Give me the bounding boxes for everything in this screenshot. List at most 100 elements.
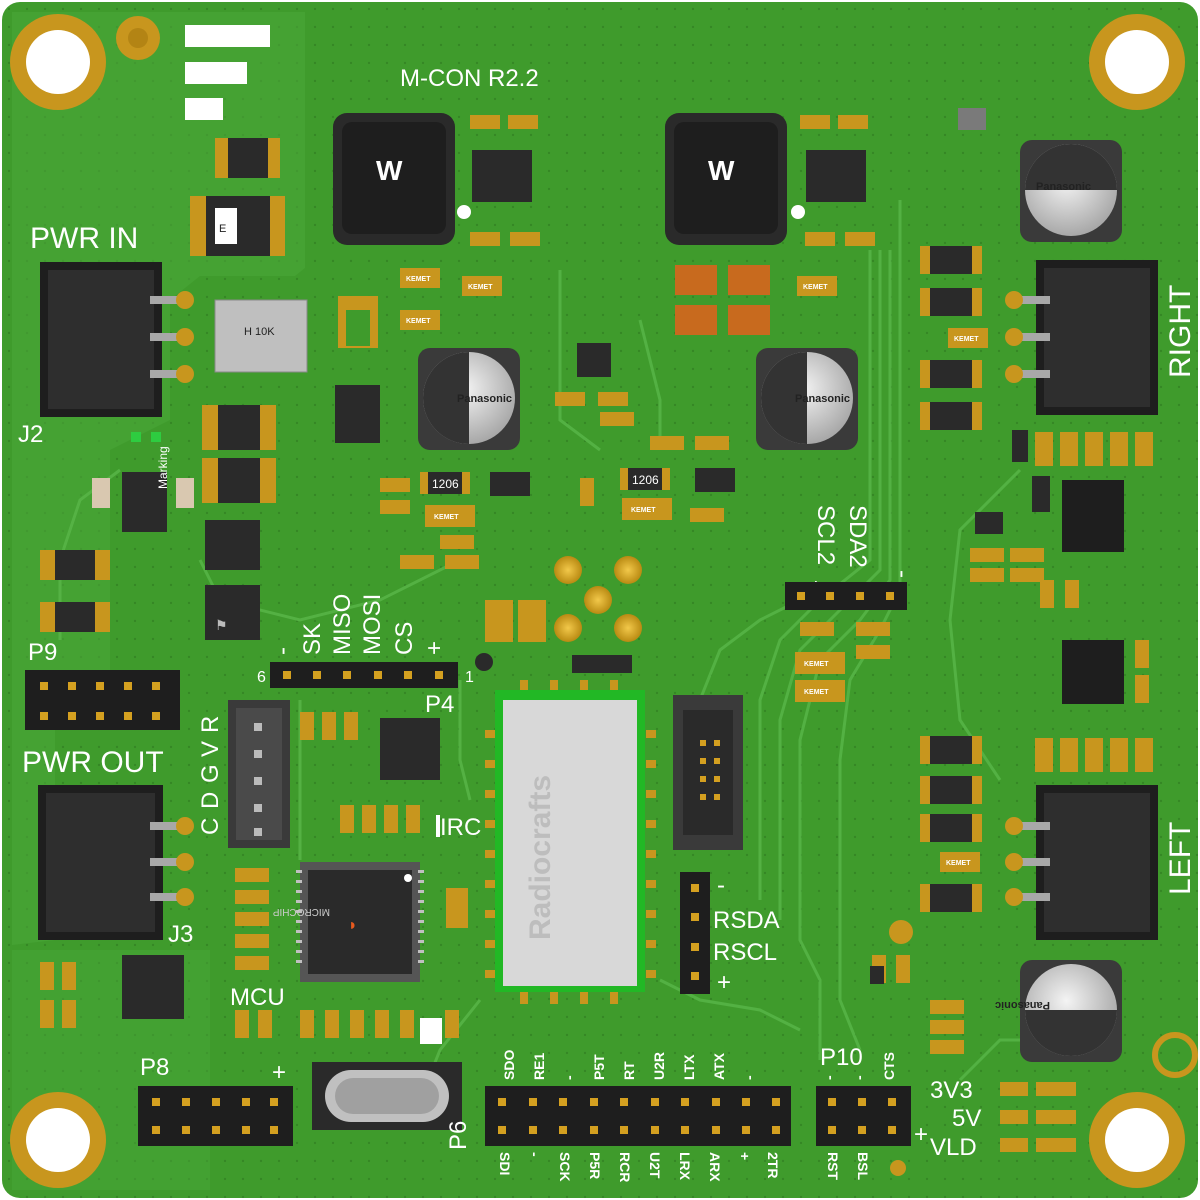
radio-brand: Radiocrafts <box>524 775 557 940</box>
scl2-pin-sda2: SDA2 <box>844 505 871 568</box>
p8-plus: + <box>272 1059 286 1086</box>
svg-text:KEMET: KEMET <box>804 661 829 668</box>
svg-text:KEMET: KEMET <box>631 507 656 514</box>
svg-text:Panasonic: Panasonic <box>457 393 512 405</box>
p6-top-u2r: U2R <box>651 1052 667 1080</box>
j3-ref: J3 <box>168 921 193 948</box>
rs-pin-rscl: RSCL <box>713 939 777 966</box>
irc-label: IRC <box>440 814 481 841</box>
p9-ref: P9 <box>28 639 57 666</box>
inductor-top-left: E <box>190 138 285 256</box>
panasonic-cap-4: Panasonic <box>995 960 1122 1062</box>
servo-pin-r: R <box>197 716 224 733</box>
diodes-right <box>920 246 982 912</box>
panasonic-cap-3: Panasonic <box>1020 140 1122 242</box>
p4-pin-mosi: MOSI <box>359 594 386 655</box>
ti-logo-icon: ⚑ <box>215 617 228 633</box>
header-p9[interactable] <box>25 670 180 730</box>
header-scl2[interactable] <box>785 582 907 610</box>
rs-pin-minus: - <box>717 872 725 899</box>
p6-top-ltx: LTX <box>681 1054 697 1080</box>
p10-top-cts: CTS <box>881 1052 897 1080</box>
p4-pin-miso: MISO <box>329 594 356 655</box>
p6-top-re1: RE1 <box>531 1053 547 1080</box>
p10-bot-bsl: BSL <box>855 1152 871 1180</box>
p6-bot-p5r: P5R <box>587 1152 603 1179</box>
svg-text:KEMET: KEMET <box>804 689 829 696</box>
connector-right[interactable] <box>1005 260 1158 415</box>
p6-bot-plus: + <box>737 1152 753 1160</box>
servo-pin-c: C <box>197 818 224 835</box>
svg-text:1206: 1206 <box>432 477 459 491</box>
scl2-pin-minus: - <box>889 570 916 578</box>
mcu-brand: MICROCHIP <box>272 906 330 917</box>
p6-bot-minus: - <box>527 1152 543 1157</box>
svg-text:KEMET: KEMET <box>803 284 828 291</box>
marking-chip: Marking <box>122 446 170 532</box>
we-inductor-2: W <box>665 113 787 245</box>
header-p6[interactable] <box>485 1086 791 1146</box>
p4-pin-first: 6 <box>257 669 266 686</box>
svg-text:KEMET: KEMET <box>406 318 431 325</box>
header-p4[interactable] <box>270 662 458 688</box>
we-logo-icon: W <box>376 155 403 186</box>
servo-pin-v: V <box>197 741 224 757</box>
resistor-1206-a: 1206 <box>420 472 470 494</box>
svg-text:E: E <box>219 223 226 235</box>
header-p10[interactable] <box>816 1086 911 1146</box>
p6-bot-lrx: LRX <box>677 1152 693 1181</box>
box-connector[interactable] <box>673 695 743 850</box>
svg-text:Panasonic: Panasonic <box>795 393 850 405</box>
svg-text:KEMET: KEMET <box>954 336 979 343</box>
p6-bot-sck: SCK <box>557 1152 573 1182</box>
p6-top-rt: RT <box>621 1061 637 1080</box>
header-rs[interactable] <box>680 872 710 994</box>
svg-text:KEMET: KEMET <box>406 276 431 283</box>
left-title: LEFT <box>1164 822 1197 895</box>
j3-title: PWR OUT <box>22 746 164 779</box>
servo-pin-d: D <box>197 792 224 809</box>
p4-ref: P4 <box>425 691 454 718</box>
right-title: RIGHT <box>1164 285 1197 378</box>
connector-j3[interactable] <box>38 785 194 940</box>
connector-j2[interactable] <box>40 262 194 417</box>
mounting-hole-tr <box>1089 14 1185 110</box>
panasonic-cap-1: Panasonic <box>418 348 520 450</box>
microchip-logo-icon: ◗ <box>348 917 358 934</box>
p6-top-p5t: P5T <box>591 1054 607 1080</box>
led-vld: VLD <box>930 1134 977 1161</box>
ferrite-component: H 10K <box>214 299 308 373</box>
p10-ref: P10 <box>820 1044 863 1071</box>
p4-pin-last: 1 <box>465 669 474 686</box>
j2-title: PWR IN <box>30 222 138 255</box>
p6-bot-rcr: RCR <box>617 1152 633 1182</box>
svg-text:Panasonic: Panasonic <box>995 999 1050 1011</box>
crystal <box>312 1062 462 1130</box>
panasonic-cap-2: Panasonic <box>756 348 858 450</box>
servo-pin-g: G <box>197 764 224 783</box>
kemet-caps: KEMET KEMET KEMET KEMET KEMET KEMET KEME… <box>400 268 988 928</box>
mounting-hole-tl <box>10 14 106 110</box>
mcu-chip: ◗ MICROCHIP <box>272 862 424 982</box>
p10-top-minus-2: - <box>851 1075 867 1080</box>
mounting-hole-br <box>1089 1092 1185 1188</box>
led-5v: 5V <box>952 1105 981 1132</box>
header-p8[interactable] <box>138 1086 293 1146</box>
mcu-label: MCU <box>230 984 285 1011</box>
svg-text:KEMET: KEMET <box>946 860 971 867</box>
p6-top-sdo: SDO <box>501 1050 517 1080</box>
connector-left[interactable] <box>1005 785 1158 940</box>
ti-chip-left: ⚑ <box>205 585 260 640</box>
servo-connector[interactable] <box>228 700 290 848</box>
we-inductor-1: W <box>333 113 455 245</box>
p10-top-minus-1: - <box>821 1075 837 1080</box>
p4-pin-cs: CS <box>391 622 418 655</box>
p6-bot-2tr: 2TR <box>765 1152 781 1178</box>
p10-plus: + <box>914 1121 928 1148</box>
power-resistor-left <box>202 405 276 503</box>
mounting-hole-bl <box>10 1092 106 1188</box>
diode-left <box>40 550 110 632</box>
led-3v3: 3V3 <box>930 1077 973 1104</box>
p6-ref: P6 <box>445 1121 472 1150</box>
p10-bot-rst: RST <box>825 1152 841 1180</box>
